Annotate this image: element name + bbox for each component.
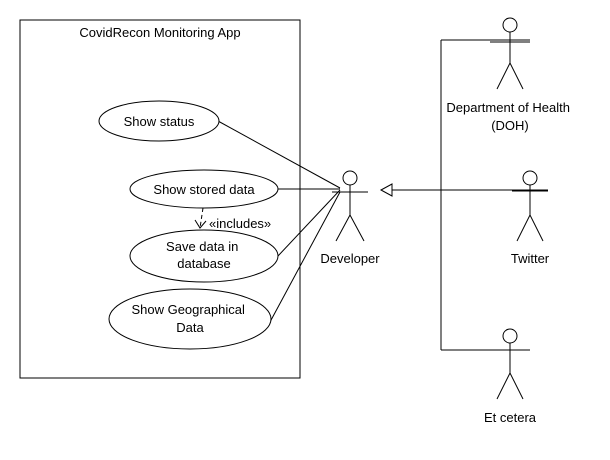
system-title: CovidRecon Monitoring App — [79, 25, 240, 40]
actor-leg-left — [496, 62, 511, 90]
generalization-arrow-head — [379, 183, 393, 197]
include-arrow-head — [194, 219, 207, 229]
actor-head — [502, 17, 518, 33]
label-line: Twitter — [511, 251, 550, 266]
label-line: Et cetera — [484, 410, 537, 425]
use-case-ellipse — [129, 169, 279, 209]
actor-label: Department of Health (DOH) — [446, 100, 573, 133]
actor-leg-right — [509, 372, 524, 400]
actor-head — [502, 328, 518, 344]
include-label: «includes» — [209, 216, 271, 231]
actor-developer: Developer — [320, 170, 380, 266]
actor-leg-right — [349, 214, 365, 242]
actor-leg-left — [496, 372, 511, 400]
actor-head — [342, 170, 358, 186]
associations — [217, 120, 341, 323]
use-case-show-stored-data: Show stored data — [129, 169, 279, 209]
actor-et-cetera: Et cetera — [484, 328, 537, 425]
actor-head — [522, 170, 538, 186]
actor-label: Et cetera — [484, 410, 537, 425]
actor-leg-right — [529, 214, 544, 242]
label-line: Save data in — [166, 239, 238, 254]
label-line: (DOH) — [491, 118, 529, 133]
use-case-label: Show status — [124, 114, 195, 129]
actor-label: Twitter — [511, 251, 550, 266]
use-case-label: Save data in database — [166, 239, 242, 271]
use-case-show-status: Show status — [98, 100, 220, 142]
label-line: Show Geographical — [131, 302, 245, 317]
use-case-label: Show Geographical Data — [131, 302, 248, 335]
use-case-show-geographical-data: Show Geographical Data — [108, 288, 272, 350]
generalization — [379, 39, 548, 351]
actor-label: Developer — [320, 251, 380, 266]
actor-department-of-health: Department of Health (DOH) — [446, 17, 573, 133]
include-arrow-line — [199, 207, 204, 229]
use-case-save-data: Save data in database — [129, 229, 279, 283]
actor-leg-left — [516, 214, 531, 242]
include-dependency: «includes» — [194, 207, 271, 231]
actor-twitter: Twitter — [511, 170, 550, 266]
label-line: Show status — [124, 114, 195, 129]
label-line: Developer — [320, 251, 380, 266]
actor-leg-left — [335, 214, 351, 242]
label-line: database — [177, 256, 231, 271]
actor-leg-right — [509, 62, 524, 90]
association-show-geo — [269, 191, 341, 323]
use-case-ellipse — [108, 288, 272, 350]
label-line: Data — [176, 320, 204, 335]
association-save-data — [277, 189, 341, 257]
use-case-ellipse — [98, 100, 220, 142]
label-line: Department of Health — [446, 100, 570, 115]
use-case-label: Show stored data — [153, 182, 255, 197]
association-show-status — [217, 120, 341, 189]
use-case-ellipse — [129, 229, 279, 283]
system-boundary — [19, 19, 301, 379]
label-line: Show stored data — [153, 182, 255, 197]
